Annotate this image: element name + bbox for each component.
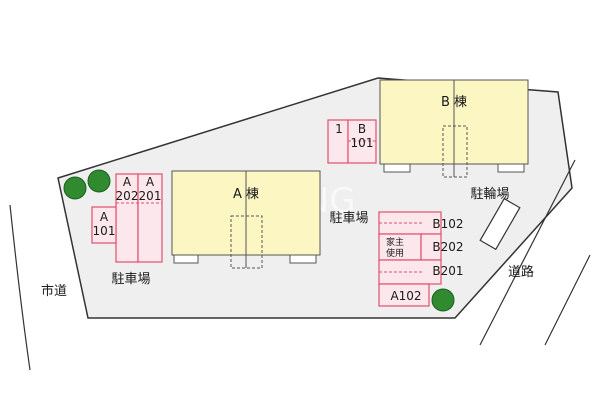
parking-a202-text-2: 202	[116, 189, 139, 203]
road-edge-2	[544, 254, 591, 346]
building-b-stairwell	[442, 125, 468, 178]
parking-a102-label: A102	[390, 289, 421, 303]
parking-right-group: B102 家主 使用 B202 B201 A102	[378, 211, 464, 307]
parking-a201	[137, 173, 163, 263]
parking-b102-label: B102	[432, 217, 463, 231]
parking-a101	[91, 206, 117, 244]
parking-b101-text-1: 1	[335, 122, 343, 136]
parking-a201-text-1: A	[146, 175, 155, 189]
parking-a101-text-1: A	[100, 210, 109, 224]
building-a-balcony-right	[289, 254, 317, 264]
building-a-balcony-left	[173, 254, 199, 264]
tree-icon	[63, 176, 87, 200]
parking-owner-use-text-1: 家主	[386, 236, 404, 248]
tree-icon	[431, 288, 455, 312]
tree-icon	[87, 169, 111, 193]
parking-a102	[378, 283, 430, 307]
parking-b101: 1 B 101	[327, 119, 377, 164]
parking-a202-text-1: A	[123, 175, 132, 189]
parking-a201-text-2: 201	[139, 189, 162, 203]
parking-b101-text-3: 101	[351, 136, 374, 150]
building-b-balcony-left	[383, 163, 411, 173]
parking-left-group: A 202 A 201 A 101	[91, 173, 163, 263]
parking-b101-right-cell	[347, 119, 377, 164]
city-road-edge	[9, 204, 31, 371]
parking-b101-text-2: B	[358, 122, 366, 136]
parking-b202-label: B202	[432, 240, 463, 254]
building-a-stairwell	[230, 215, 263, 269]
city-road-label: 市道	[41, 283, 67, 299]
tree-group-left	[63, 169, 111, 200]
building-a-label: A 棟	[233, 187, 259, 202]
parking-owner-use-text-2: 使用	[386, 247, 404, 259]
parking-center-label: 駐車場	[329, 211, 368, 226]
parking-b201-label: B201	[432, 264, 463, 278]
bicycle-shelter-body	[479, 197, 521, 251]
bicycle-parking-label: 駐輪場	[470, 186, 509, 202]
building-a: A 棟	[171, 170, 321, 269]
parking-left-label: 駐車場	[111, 272, 150, 287]
building-b-label: B 棟	[441, 95, 467, 110]
building-b: B 棟	[379, 79, 529, 178]
road-edge-1	[479, 159, 576, 346]
building-b-balcony-right	[497, 163, 525, 173]
road-label: 道路	[508, 264, 534, 280]
bicycle-shelter	[479, 197, 521, 251]
parking-a101-text-2: 101	[93, 224, 116, 238]
